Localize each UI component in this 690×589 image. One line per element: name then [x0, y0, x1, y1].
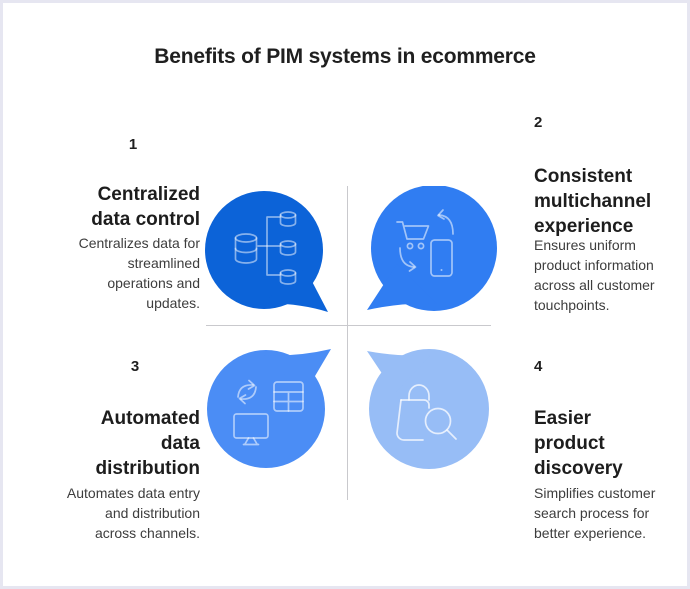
- benefit-4-number: 4: [534, 358, 543, 375]
- speech-bubble-4-shape: [367, 349, 489, 469]
- speech-bubble-1: [205, 191, 328, 312]
- benefit-4-description: Simplifies customer search process for b…: [534, 485, 656, 541]
- benefit-2-description: Ensures uniform product information acro…: [534, 237, 655, 313]
- cart-phone-sync-icon: [396, 209, 454, 277]
- speech-bubble-2: [367, 186, 497, 311]
- benefit-2-number: 2: [534, 114, 543, 131]
- benefit-3-description: Automates data entry and distribution ac…: [66, 485, 200, 541]
- speech-bubble-3-shape: [207, 349, 331, 468]
- benefit-3-heading: Automated data distribution: [95, 408, 200, 479]
- page-title: Benefits of PIM systems in ecommerce: [154, 45, 536, 68]
- database-network-icon: [234, 211, 297, 285]
- benefit-4-heading: Easier product discovery: [534, 408, 623, 479]
- speech-bubble-1-shape: [205, 191, 328, 312]
- vertical-divider-line: [347, 186, 348, 500]
- benefit-3-number: 3: [130, 358, 140, 375]
- benefit-1-number: 1: [128, 136, 138, 153]
- benefit-1-description: Centralizes data for streamlined operati…: [78, 235, 200, 311]
- screen-table-sync-icon: [233, 379, 304, 446]
- horizontal-divider-line: [206, 325, 491, 326]
- bag-magnifier-icon: [396, 384, 457, 441]
- speech-bubble-4: [367, 349, 489, 469]
- speech-bubble-3: [207, 349, 331, 468]
- speech-bubble-2-shape: [367, 186, 497, 311]
- benefit-2-heading: Consistent multichannel experience: [534, 166, 652, 237]
- benefit-1-heading: Centralized data control: [91, 184, 200, 230]
